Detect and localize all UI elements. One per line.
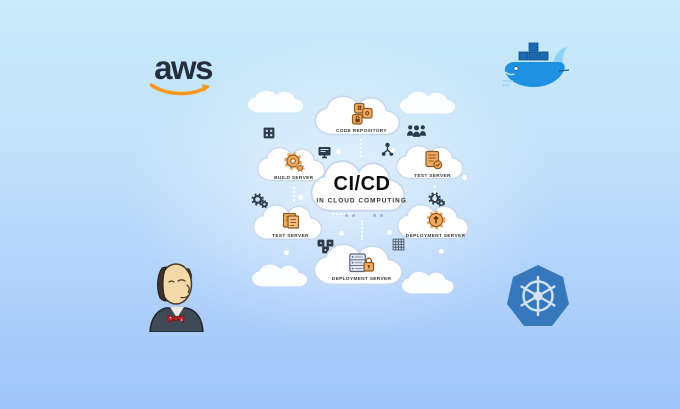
aws-swoosh-icon (150, 83, 210, 96)
aws-logo: aws (150, 49, 216, 103)
cloud-build-server: BUILD SERVER (255, 145, 333, 186)
kubernetes-helm-icon (507, 265, 569, 326)
docker-whale-icon (502, 42, 569, 87)
cloud-code-repository: CODE REPOSITORY (312, 93, 410, 141)
gears-icon (251, 193, 268, 208)
test-folder-icon (282, 212, 299, 229)
diagram-title: CI/CD (333, 173, 391, 195)
decorative-cloud (246, 89, 310, 116)
diagram-subtitle: IN CLOUD COMPUTING (316, 196, 408, 205)
cloud-label: BUILD SERVER (274, 174, 314, 181)
cloud-label: CODE REPOSITORY (335, 127, 387, 133)
chip-icon (262, 126, 276, 140)
server-lock-icon (349, 252, 375, 272)
jenkins-logo (145, 255, 207, 332)
grid-icon (392, 238, 405, 251)
cluster-icon (316, 238, 335, 254)
cloud-cicd-center: CI/CD IN CLOUD COMPUTING (308, 157, 416, 219)
cloud-label: TEST SERVER (272, 232, 309, 238)
kubernetes-logo (506, 263, 570, 331)
deployment-badge-icon (426, 210, 446, 229)
decorative-cloud (250, 263, 314, 290)
decorative-dots (0, 0, 3, 3)
test-document-icon (424, 150, 442, 170)
cloud-deployment-server-right: DEPLOYMENT SERVER (395, 202, 477, 244)
decorative-cloud (398, 90, 462, 117)
network-icon (380, 142, 395, 157)
decorative-cloud (400, 270, 460, 297)
cloud-label: DEPLOYMENT SERVER (332, 275, 392, 281)
dotted-connector (360, 139, 362, 157)
cloud-deployment-server-bottom: DEPLOYMENT SERVER (311, 241, 413, 291)
aws-wordmark: aws (154, 49, 213, 86)
code-repository-icon (351, 102, 373, 125)
team-icon (406, 123, 427, 137)
dotted-connector (434, 186, 436, 201)
cloud-label: TEST SERVER (414, 172, 451, 179)
docker-logo (501, 40, 569, 98)
dotted-connector (332, 213, 354, 215)
dotted-connector (361, 220, 363, 240)
cloud-label: DEPLOYMENT SERVER (406, 232, 466, 238)
build-gear-icon (284, 152, 305, 172)
cloud-test-server-left: TEST SERVER (251, 202, 330, 245)
dotted-connector (293, 187, 295, 201)
cloud-test-server-right: TEST SERVER (394, 143, 471, 184)
jenkins-butler-icon (149, 263, 204, 332)
monitor-icon (317, 146, 332, 159)
